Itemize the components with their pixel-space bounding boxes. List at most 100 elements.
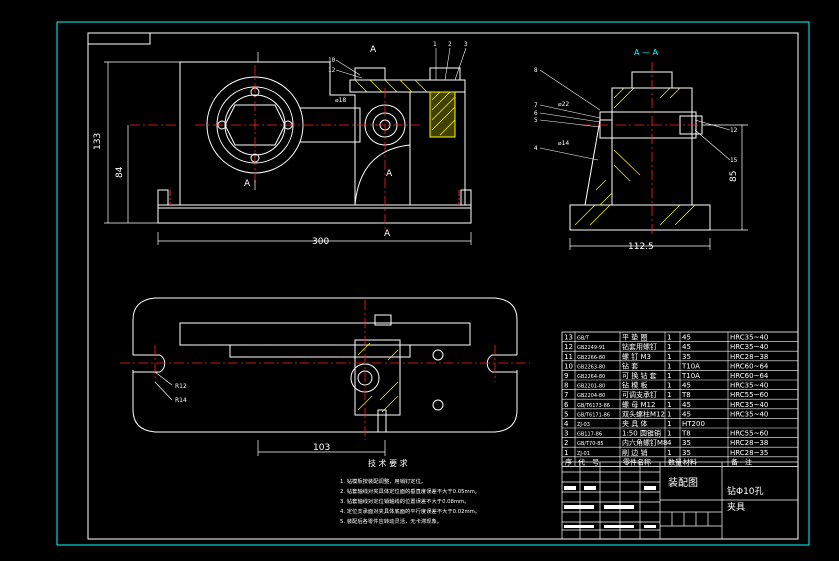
bom-cell-qty: 1 [667, 353, 671, 361]
bom-cell-code: GB2204-80 [577, 393, 605, 399]
balloon-5: 5 [534, 117, 538, 124]
front-centerlines [130, 65, 420, 232]
bom-cell-name: 双头螺柱M12 [622, 409, 665, 418]
bom-cell-code: GB2263-80 [577, 364, 605, 370]
bom-cell-qty: 1 [667, 343, 671, 351]
front-dimensions [104, 52, 472, 245]
balloon-12-front: 12 [328, 67, 336, 74]
bom-cell-name: 1:50 圆锥销 [622, 429, 661, 438]
bom-cell-mat: 45 [682, 410, 691, 418]
bom-cell-name: 钻 模 板 [622, 381, 647, 390]
bom-cell-qty: 1 [667, 430, 671, 438]
bom-cell-qty: 1 [667, 362, 671, 370]
bom-cell-mat: T8 [681, 430, 691, 438]
bom-cell-no: 8 [564, 382, 568, 390]
frame-corner-mark [88, 33, 151, 45]
bom-cell-no: 9 [564, 372, 568, 380]
bom-cell-no: 5 [564, 410, 568, 418]
bom-cell-note: HRC35~40 [730, 343, 768, 351]
dim-133: 133 [93, 133, 103, 150]
bom-cell-note: HRC35~40 [730, 410, 768, 418]
section-mark-a-base: A [384, 229, 391, 239]
tech-line-2: 2. 钻套轴线对夹具体定位面的垂直度误差不大于0.05mm。 [340, 487, 480, 495]
balloon-4: 4 [534, 145, 538, 152]
bom-cell-no: 10 [564, 362, 573, 370]
bom-cell-code: GB2264-80 [577, 374, 605, 380]
bom-cell-no: 12 [564, 343, 573, 351]
front-view [157, 61, 472, 224]
part-name-2: 夹具 [727, 501, 745, 513]
bom-cell-note: HRC28~38 [730, 439, 768, 447]
bom-cell-no: 4 [564, 420, 569, 428]
dim-phi18: ⌀18 [335, 97, 346, 104]
tech-line-1: 1. 钻模板按装配调整，用销钉定位。 [340, 477, 426, 485]
bom-cell-mat: T10A [681, 362, 700, 370]
side-centerlines [580, 62, 720, 235]
side-hatch [574, 87, 696, 226]
bom-cell-note: HRC35~40 [730, 401, 768, 409]
bom-cell-mat: HT200 [682, 420, 705, 428]
front-hatch [354, 79, 456, 136]
bom-cell-code: GB2266-80 [577, 355, 605, 361]
bom-cell-code: GB117-86 [577, 432, 602, 438]
part-name-1: 钻Φ10孔 [727, 485, 764, 497]
section-title-aa: A — A [634, 48, 659, 57]
top-hatch [357, 342, 399, 413]
bom-cell-name: 夹 具 体 [622, 419, 647, 428]
bom-cell-code: GB/T70-85 [577, 441, 604, 447]
bom-cell-mat: T10A [681, 372, 700, 380]
bom-cell-qty: 1 [667, 334, 671, 342]
top-view [132, 297, 518, 433]
dim-300: 300 [312, 237, 329, 247]
bom-cell-mat: 35 [682, 449, 691, 457]
dim-103: 103 [313, 443, 330, 453]
bom-cell-no: 3 [564, 430, 568, 438]
bom-cell-note: HRC55~60 [730, 391, 768, 399]
bom-cell-note: HRC60~64 [730, 372, 769, 380]
bom-cell-code: GB/T6173-86 [577, 403, 610, 409]
bom-cell-qty: 1 [667, 410, 671, 418]
drawing-frame [87, 32, 799, 540]
dim-phi22: ⌀22 [558, 101, 569, 108]
top-dimensions [154, 371, 386, 456]
sheet-border [56, 21, 810, 546]
bom-cell-mat: T8 [681, 391, 691, 399]
bom-cell-no: 6 [564, 401, 569, 409]
side-view [569, 71, 711, 231]
bom-cell-name: 可 换 钻 套 [622, 371, 657, 380]
bom-cell-no: 13 [564, 334, 573, 342]
dim-85: 85 [729, 171, 739, 182]
bom-cell-code: ZJ-01 [577, 451, 590, 457]
bom-cell-name: 螺 母 M12 [622, 400, 655, 409]
bom-cell-mat: 45 [682, 343, 691, 351]
side-dimensions [569, 124, 748, 250]
bom-cell-note: HRC60~64 [730, 362, 769, 370]
bom-cell-note: HRC55~60 [730, 430, 768, 438]
bom-cell-mat: 35 [682, 439, 691, 447]
bom-cell-name: 钻 套 [622, 361, 638, 370]
bom-cell-no: 7 [564, 391, 568, 399]
bom-cell-code: ZJ-03 [577, 422, 590, 428]
side-balloons [539, 69, 731, 161]
bom-cell-name: 削 边 销 [622, 448, 647, 457]
balloon-12-side: 12 [730, 127, 738, 134]
title-block-solid-cells [564, 486, 656, 528]
balloon-6: 6 [534, 110, 538, 117]
section-mark-a-mid: A [386, 169, 393, 179]
bom-cell-no: 1 [564, 449, 568, 457]
bom-cell-mat: 45 [682, 382, 691, 390]
bom-cell-name: 可调支承钉 [622, 390, 657, 399]
bom-cell-note: HRC28~38 [730, 353, 768, 361]
bom-cell-qty: 1 [667, 449, 671, 457]
bom-cell-no: 11 [564, 353, 573, 361]
bom-cell-mat: 45 [682, 401, 691, 409]
balloon-2: 2 [448, 41, 452, 48]
dim-phi14: ⌀14 [558, 140, 569, 147]
bom-cell-name: 平 垫 圈 [622, 333, 647, 342]
bom-cell-name: 螺 钉 M3 [622, 352, 651, 361]
bom-cell-code: GB2201-80 [577, 384, 605, 390]
balloon-8: 8 [534, 67, 538, 74]
bom-cell-qty: 1 [667, 401, 671, 409]
